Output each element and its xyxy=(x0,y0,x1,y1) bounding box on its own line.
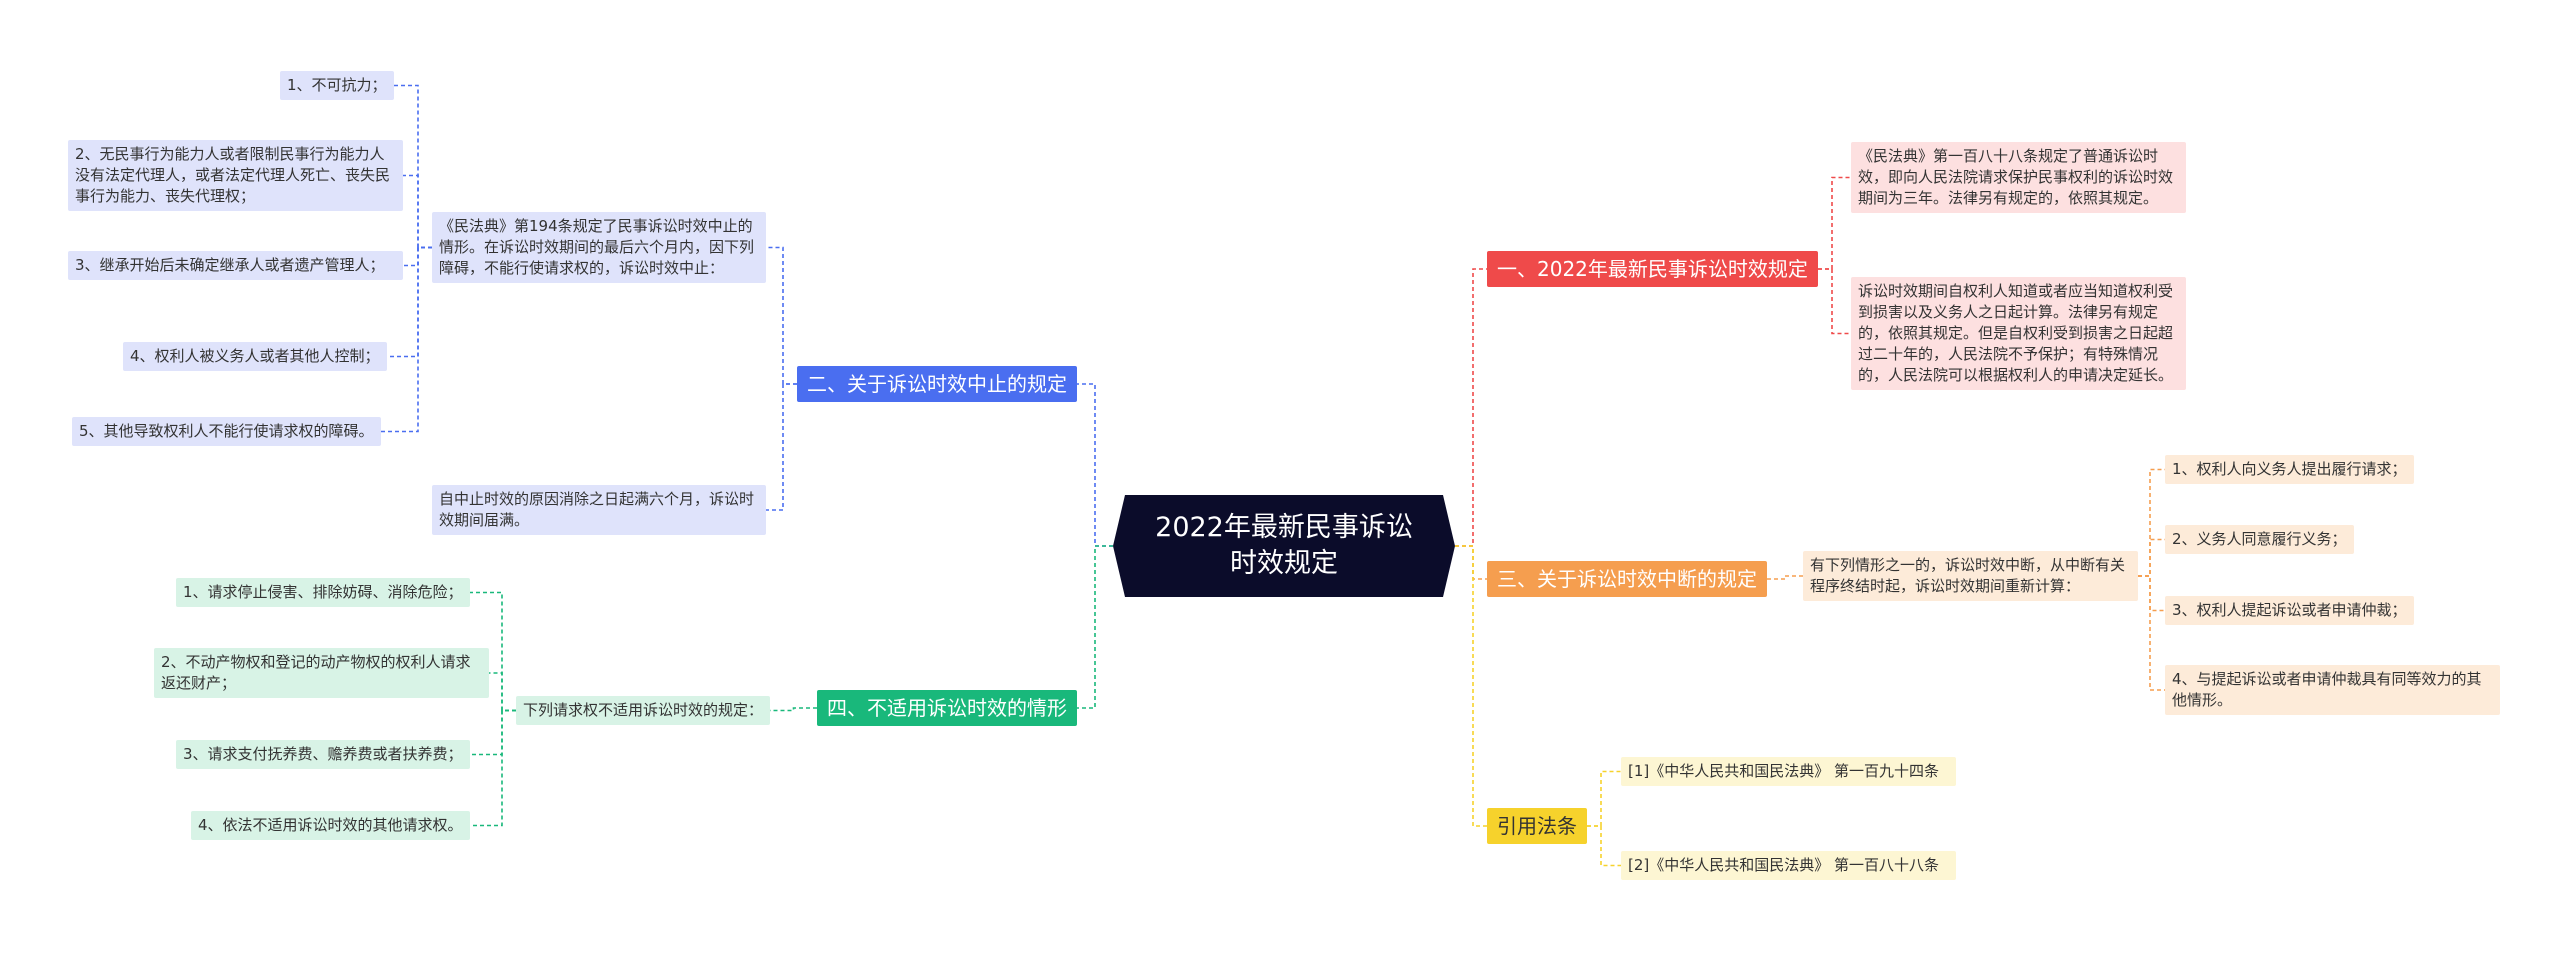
connector-line xyxy=(470,709,516,756)
connector-line xyxy=(1455,268,1487,547)
connector-line xyxy=(1455,545,1487,580)
connector-line xyxy=(1455,545,1487,827)
connector-line xyxy=(2138,468,2165,577)
connector-line xyxy=(1077,383,1113,547)
b3-item-4: 4、与提起诉讼或者申请仲裁具有同等效力的其他情形。 xyxy=(2165,665,2500,715)
b4-intro: 下列请求权不适用诉讼时效的规定： xyxy=(516,696,771,725)
b2-cause-3: 3、继承开始后未确定继承人或者遗产管理人； xyxy=(68,251,403,280)
root-topic[interactable]: 2022年最新民事诉讼时效规定 xyxy=(1113,495,1455,597)
connector-line xyxy=(770,707,817,712)
connector-line xyxy=(766,383,797,511)
b4-item-1: 1、请求停止侵害、排除妨碍、消除危险； xyxy=(176,578,470,607)
branch-interruption[interactable]: 三、关于诉讼时效中断的规定 xyxy=(1487,561,1767,597)
root-title: 2022年最新民事诉讼时效规定 xyxy=(1155,512,1413,579)
branch-cited-articles[interactable]: 引用法条 xyxy=(1487,808,1587,844)
connector-line xyxy=(1587,770,1621,827)
b4-item-2: 2、不动产物权和登记的动产物权的权利人请求返还财产； xyxy=(154,648,489,698)
b3-item-3: 3、权利人提起诉讼或者申请仲裁； xyxy=(2165,596,2414,625)
b4-item-3: 3、请求支付抚养费、赡养费或者扶养费； xyxy=(176,740,470,769)
b2-cause-5: 5、其他导致权利人不能行使请求权的障碍。 xyxy=(72,417,381,446)
branch-suspension[interactable]: 二、关于诉讼时效中止的规定 xyxy=(797,366,1077,402)
b3-intro: 有下列情形之一的，诉讼时效中断，从中断有关程序终结时起，诉讼时效期间重新计算： xyxy=(1803,551,2138,601)
branch-not-applicable[interactable]: 四、不适用诉讼时效的情形 xyxy=(817,690,1077,726)
connector-line xyxy=(1587,825,1621,867)
connector-line xyxy=(1818,268,1851,335)
b3-item-2: 2、义务人同意履行义务； xyxy=(2165,525,2354,554)
b2-ending: 自中止时效的原因消除之日起满六个月，诉讼时效期间届满。 xyxy=(432,485,766,535)
connector-line xyxy=(1818,176,1851,270)
b2-intro-art194: 《民法典》第194条规定了民事诉讼时效中止的情形。在诉讼时效期间的最后六个月内，… xyxy=(432,212,766,283)
connector-line xyxy=(2138,538,2165,577)
connector-line xyxy=(1077,545,1113,709)
b2-cause-2: 2、无民事行为能力人或者限制民事行为能力人没有法定代理人，或者法定代理人死亡、丧… xyxy=(68,140,403,211)
b2-cause-4: 4、权利人被义务人或者其他人控制； xyxy=(123,342,387,371)
b1-item-period-start: 诉讼时效期间自权利人知道或者应当知道权利受到损害以及义务人之日起计算。法律另有规… xyxy=(1851,277,2186,390)
connector-line xyxy=(2138,575,2165,612)
b2-cause-1: 1、不可抗力； xyxy=(280,71,394,100)
connector-line xyxy=(2138,575,2165,691)
connector-line xyxy=(766,246,797,385)
connector-line xyxy=(489,672,516,712)
connector-line xyxy=(403,174,432,249)
connector-line xyxy=(381,246,432,433)
branch-2022-rules[interactable]: 一、2022年最新民事诉讼时效规定 xyxy=(1487,251,1818,287)
citation-1[interactable]: [1]《中华人民共和国民法典》 第一百九十四条 xyxy=(1621,757,1956,786)
b1-item-general-period: 《民法典》第一百八十八条规定了普通诉讼时效，即向人民法院请求保护民事权利的诉讼时… xyxy=(1851,142,2186,213)
b3-item-1: 1、权利人向义务人提出履行请求； xyxy=(2165,455,2414,484)
connector-line xyxy=(470,709,516,827)
b4-item-4: 4、依法不适用诉讼时效的其他请求权。 xyxy=(191,811,470,840)
citation-2[interactable]: [2]《中华人民共和国民法典》 第一百八十八条 xyxy=(1621,851,1956,880)
connector-line xyxy=(1767,575,1803,580)
